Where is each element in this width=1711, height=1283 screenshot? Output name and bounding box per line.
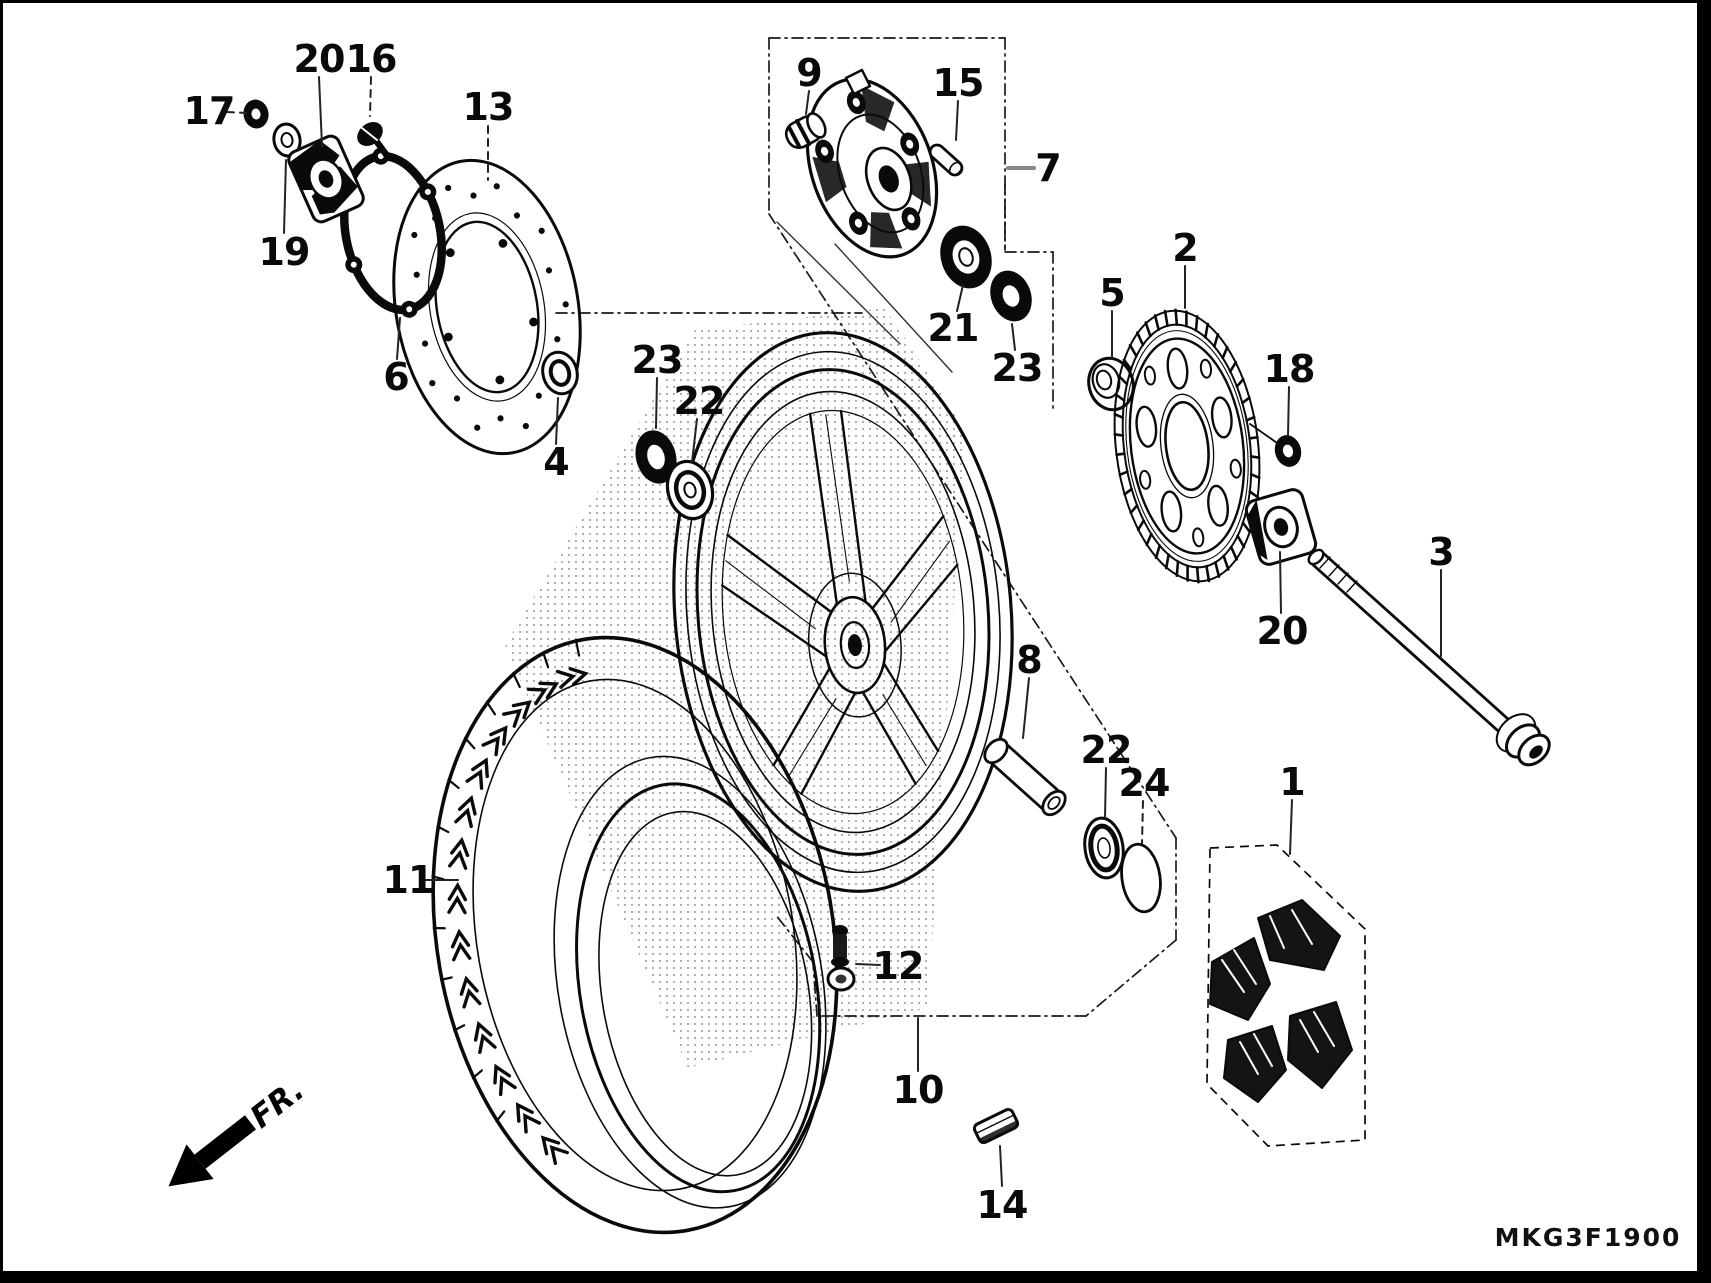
callout-9: 9 [796, 51, 821, 95]
callout-1: 1 [1279, 760, 1304, 804]
callout-leader-20 [1279, 551, 1282, 614]
callout-21: 21 [928, 306, 979, 350]
damper-set [1206, 844, 1366, 1147]
callout-leader-9 [805, 90, 810, 115]
hub-flange-assembly [805, 77, 939, 259]
bearing-22a [665, 459, 715, 521]
callout-leader-20 [318, 76, 323, 147]
bearing-22b [1083, 816, 1125, 880]
fr-arrow: FR. [168, 1072, 311, 1187]
callout-16: 16 [346, 37, 397, 81]
bracket-20b [1244, 488, 1318, 566]
callout-23: 23 [992, 346, 1043, 390]
callout-leader-8 [1022, 677, 1030, 739]
callout-23: 23 [632, 338, 683, 382]
callout-leader-23 [655, 377, 658, 429]
key-14 [972, 1107, 1020, 1145]
callout-leader-16 [369, 76, 372, 117]
construction-lines [555, 37, 1177, 1017]
callout-8: 8 [1016, 638, 1041, 682]
callout-14: 14 [977, 1183, 1028, 1227]
callout-24: 24 [1119, 761, 1170, 805]
seal-23a [635, 430, 677, 484]
washer-19 [272, 122, 302, 158]
callout-20: 20 [294, 37, 345, 81]
brake-disc [392, 158, 582, 456]
seal-23b [990, 270, 1032, 322]
bearing-21 [940, 225, 992, 289]
callout-6: 6 [383, 355, 408, 399]
valve-12 [826, 925, 856, 992]
callout-leader-4 [555, 397, 559, 445]
o-ring-24 [1120, 842, 1162, 914]
callout-leader-17 [226, 111, 247, 114]
callout-leader-1 [1289, 799, 1293, 855]
callout-11: 11 [383, 858, 434, 902]
callouts: 1234567891011121314151617181920202122222… [184, 37, 1455, 1227]
callout-leader-23 [1011, 323, 1016, 351]
callout-leader-22 [691, 418, 698, 463]
callout-19: 19 [259, 230, 310, 274]
part-code: MKG3F1900 [1495, 1223, 1682, 1252]
hub-tab [844, 68, 872, 96]
grommet-17 [243, 99, 269, 129]
nut-18 [1249, 423, 1302, 467]
stipple-shading [505, 308, 965, 1068]
callout-17: 17 [184, 89, 235, 133]
callout-15: 15 [933, 61, 984, 105]
bracket-20a [287, 134, 365, 224]
callout-22: 22 [1081, 728, 1132, 772]
seal-4 [541, 350, 579, 396]
callout-leader-19 [283, 159, 287, 234]
callout-3: 3 [1428, 530, 1453, 574]
axle [1307, 548, 1551, 767]
callout-13: 13 [463, 85, 514, 129]
callout-12: 12 [873, 944, 924, 988]
pin-15 [928, 143, 964, 177]
callout-10: 10 [893, 1068, 944, 1112]
callout-5: 5 [1099, 271, 1124, 315]
callout-22: 22 [674, 379, 725, 423]
callout-20: 20 [1257, 609, 1308, 653]
collar-9 [784, 112, 827, 149]
callout-leader-6 [396, 317, 401, 360]
callout-leader-22 [1104, 767, 1107, 819]
callout-leader-24 [1141, 800, 1144, 845]
callout-leader-14 [999, 1145, 1003, 1187]
wheel [672, 331, 1014, 893]
diagram-code: MKG3F1900 [1495, 1223, 1682, 1252]
callout-2: 2 [1172, 226, 1197, 270]
sprocket [1113, 308, 1261, 584]
callout-leader-18 [1287, 386, 1290, 437]
tire-tread [447, 667, 589, 1166]
callout-leader-12 [855, 963, 881, 966]
bolt-16 [357, 122, 392, 161]
collar-8 [983, 737, 1067, 817]
callout-4: 4 [543, 440, 568, 484]
tire [431, 635, 839, 1235]
callout-7: 7 [1035, 146, 1060, 190]
callout-18: 18 [1264, 347, 1315, 391]
callout-leader-21 [956, 284, 964, 312]
callout-leader-15 [955, 100, 959, 141]
fr-label: FR. [244, 1072, 311, 1136]
